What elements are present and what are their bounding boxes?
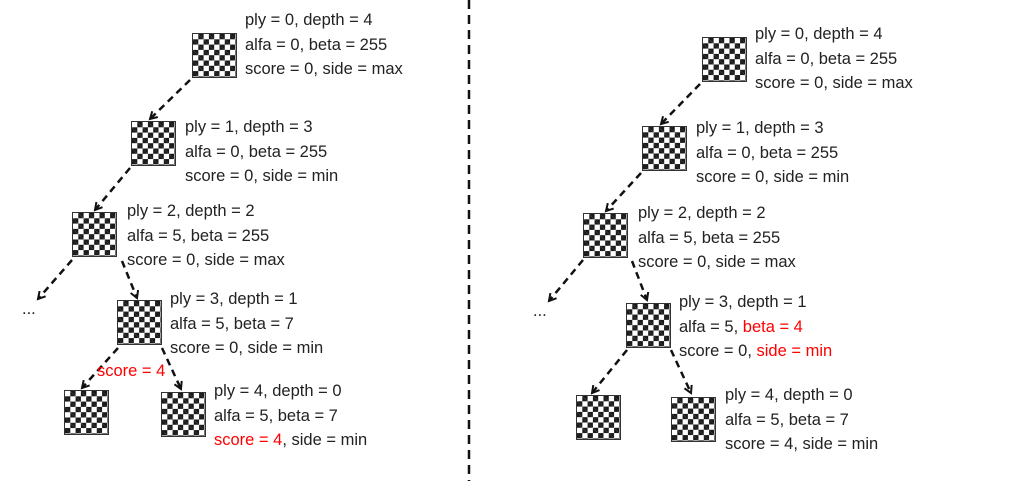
side-highlight: side = min	[756, 342, 833, 360]
chessboard-icon	[64, 390, 109, 435]
label-line: ply = 0, depth = 4	[755, 25, 883, 43]
edge-score-label: score = 4	[97, 362, 166, 380]
node-label: ply = 2, depth = 2 alfa = 5, beta = 255 …	[638, 201, 796, 275]
label-text: alfa = 5,	[679, 317, 743, 336]
node-label: ply = 4, depth = 0 alfa = 5, beta = 7 sc…	[725, 383, 878, 457]
node-label: ply = 1, depth = 3 alfa = 0, beta = 255 …	[696, 116, 849, 190]
beta-highlight: beta = 4	[742, 317, 803, 336]
label-line: alfa = 5, beta = 255	[638, 228, 781, 247]
chessboard-icon	[117, 300, 162, 345]
edge	[150, 79, 191, 119]
label-line: alfa = 5, beta = 7	[214, 406, 338, 425]
label-line: alfa = 5, beta = 7	[725, 410, 849, 429]
node-label: ply = 0, depth = 4 alfa = 0, beta = 255 …	[755, 22, 913, 96]
label-line: alfa = 0, beta = 255	[245, 35, 388, 54]
node-label: ply = 4, depth = 0 alfa = 5, beta = 7 sc…	[214, 379, 367, 453]
label-line: ply = 1, depth = 3	[696, 119, 824, 137]
label-line: score = 4, side = min	[725, 435, 879, 453]
label-line: score = 0, side = min	[170, 339, 324, 357]
label-line: ply = 3, depth = 1	[679, 293, 807, 311]
edge	[38, 259, 73, 299]
label-line: ply = 2, depth = 2	[638, 204, 766, 222]
score-highlight: score = 4	[214, 431, 283, 449]
label-line: score = 0, side = max	[245, 60, 403, 78]
label-line: score = 0, side = max	[127, 251, 285, 269]
label-line: alfa = 0, beta = 255	[185, 142, 328, 161]
edge	[160, 347, 181, 389]
edge	[120, 260, 137, 298]
edge	[661, 83, 701, 124]
ellipsis: ...	[533, 302, 547, 320]
label-line: alfa = 5, beta = 7	[170, 314, 294, 333]
label-line: ply = 3, depth = 1	[170, 290, 298, 308]
edge	[95, 167, 131, 210]
edge	[606, 172, 642, 211]
label-line: score = 0, side = min	[679, 339, 832, 364]
chessboard-icon	[626, 303, 671, 348]
node-label: ply = 3, depth = 1 alfa = 5, beta = 7 sc…	[170, 287, 323, 361]
chessboard-icon	[583, 213, 628, 258]
label-line: alfa = 5, beta = 4	[679, 315, 832, 340]
chessboard-icon	[161, 392, 206, 437]
label-line: alfa = 0, beta = 255	[755, 49, 898, 68]
node-label: ply = 1, depth = 3 alfa = 0, beta = 255 …	[185, 115, 338, 189]
label-line: ply = 2, depth = 2	[127, 202, 255, 220]
node-label: ply = 2, depth = 2 alfa = 5, beta = 255 …	[127, 199, 285, 273]
label-line: alfa = 5, beta = 255	[127, 226, 270, 245]
label-text: score = 0,	[679, 342, 757, 360]
label-line: ply = 1, depth = 3	[185, 118, 313, 136]
chessboard-icon	[702, 37, 747, 82]
edge	[82, 347, 119, 388]
label-line: score = 0, side = max	[638, 253, 796, 271]
edge	[669, 349, 691, 393]
chessboard-icon	[72, 212, 117, 257]
label-line: ply = 0, depth = 4	[245, 11, 373, 29]
edge	[549, 259, 584, 301]
chessboard-icon	[671, 397, 716, 442]
chessboard-icon	[131, 121, 176, 166]
chessboard-icon	[642, 126, 687, 171]
label-text: , side = min	[282, 431, 368, 449]
label-line: score = 0, side = max	[755, 74, 913, 92]
label-line: score = 0, side = min	[185, 167, 339, 185]
edge	[630, 260, 647, 300]
chessboard-icon	[192, 33, 237, 78]
edge	[592, 349, 628, 393]
label-line: ply = 4, depth = 0	[214, 382, 342, 400]
label-line: score = 4, side = min	[214, 428, 367, 453]
chessboard-icon	[576, 395, 621, 440]
ellipsis: ...	[22, 300, 36, 318]
label-line: ply = 4, depth = 0	[725, 386, 853, 404]
node-label: ply = 0, depth = 4 alfa = 0, beta = 255 …	[245, 8, 403, 82]
node-label: ply = 3, depth = 1 alfa = 5, beta = 4 sc…	[679, 290, 832, 364]
label-line: alfa = 0, beta = 255	[696, 143, 839, 162]
label-line: score = 0, side = min	[696, 168, 850, 186]
